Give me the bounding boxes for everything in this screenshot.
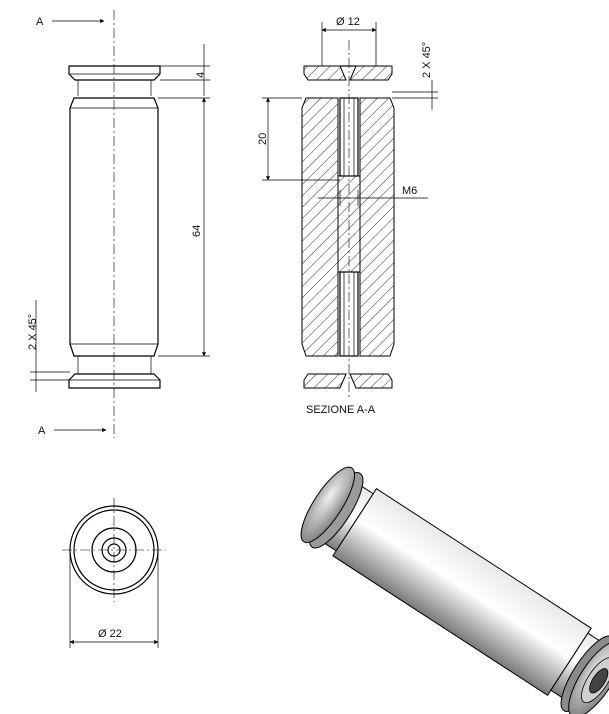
section-top-flange-right xyxy=(349,65,393,81)
section-body-left xyxy=(301,97,339,357)
section-bottom-flange-left xyxy=(303,373,347,389)
section-body-right xyxy=(359,97,395,357)
dim-chamfer-right: 2 X 45° xyxy=(421,42,433,78)
section-marker-top: A xyxy=(36,16,44,28)
section-bottom-flange-right xyxy=(349,373,393,389)
iso-flange-left xyxy=(300,466,355,544)
iso-bore-right xyxy=(589,668,609,694)
main-body xyxy=(69,97,159,357)
end-view: Ø 22 xyxy=(62,498,166,648)
section-caption: SEZIONE A-A xyxy=(306,404,376,416)
front-view: A A 4 64 2 X 45° xyxy=(27,10,210,438)
dim-thread-depth: 20 xyxy=(257,133,269,145)
section-top-flange-left xyxy=(303,65,347,81)
dim-thread: M6 xyxy=(402,185,417,197)
top-flange xyxy=(68,65,161,81)
isometric-view xyxy=(300,466,609,714)
bottom-flange xyxy=(68,373,161,389)
section-view: Ø 12 2 X 45° 20 M6 SEZIONE A-A xyxy=(257,16,438,416)
dim-chamfer-left: 2 X 45° xyxy=(27,314,39,350)
dim-bore-diameter: Ø 12 xyxy=(336,16,360,28)
dim-length: 64 xyxy=(191,225,203,237)
section-marker-bottom: A xyxy=(38,425,46,437)
dim-flange-thickness: 4 xyxy=(195,72,207,78)
iso-body xyxy=(332,488,592,696)
dim-outer-diameter: Ø 22 xyxy=(98,628,122,640)
